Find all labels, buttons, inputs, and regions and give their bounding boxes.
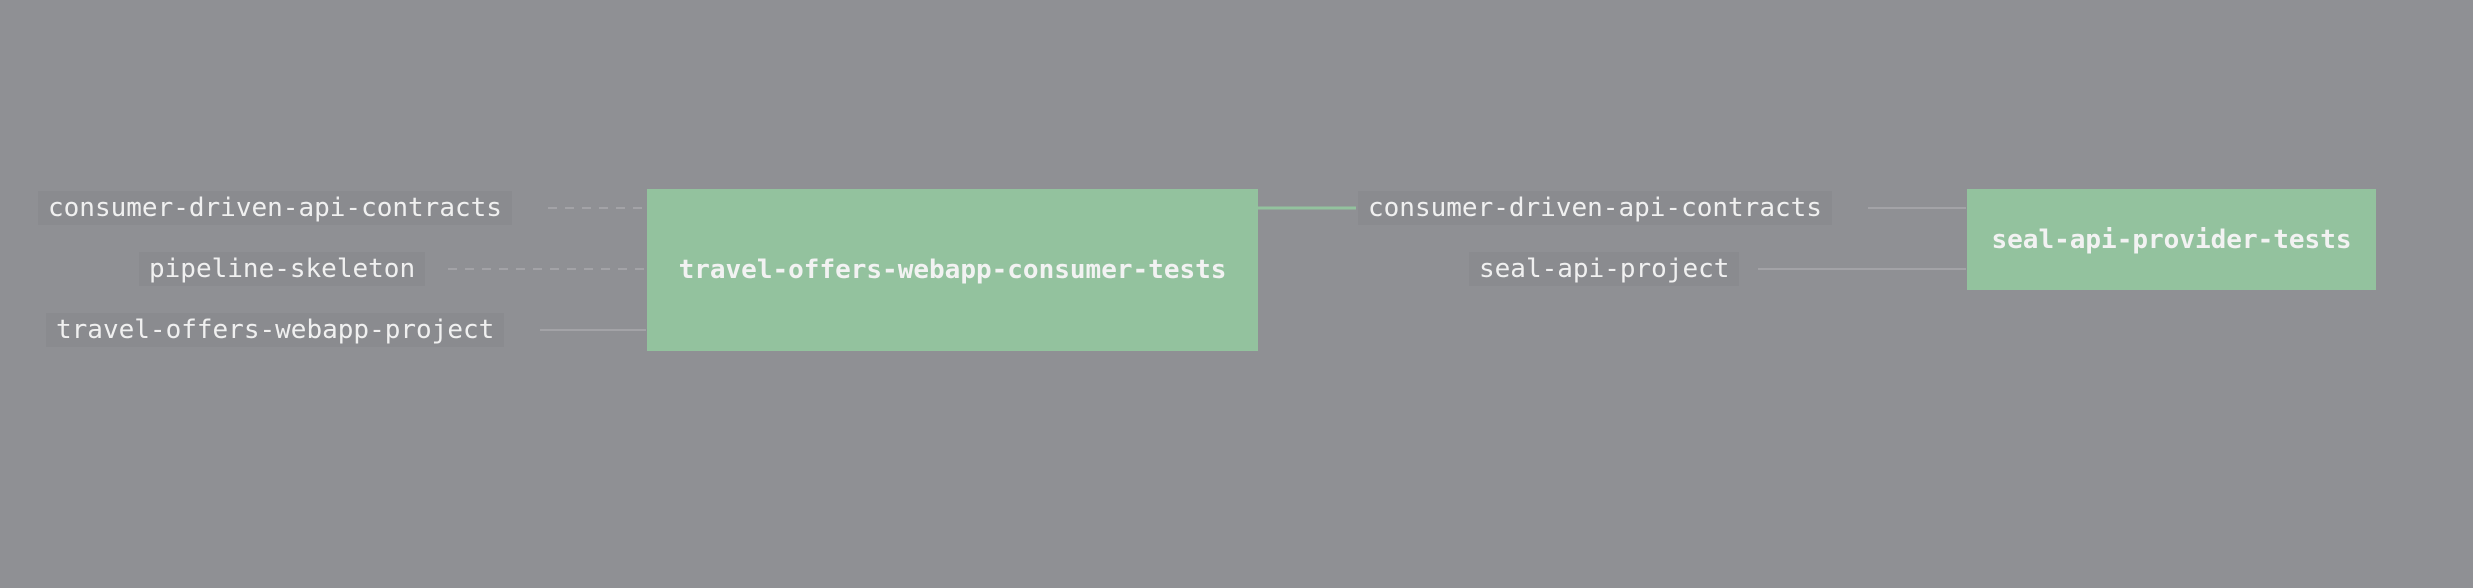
job-seal-api-provider-tests[interactable]: seal-api-provider-tests — [1967, 189, 2376, 290]
job-name: seal-api-provider-tests — [1991, 224, 2352, 255]
job-travel-offers-webapp-consumer-tests[interactable]: travel-offers-webapp-consumer-tests — [647, 189, 1258, 351]
job-name: travel-offers-webapp-consumer-tests — [678, 255, 1227, 285]
resource-travel-offers-webapp-project[interactable]: travel-offers-webapp-project — [46, 313, 505, 347]
resource-seal-api-project[interactable]: seal-api-project — [1469, 252, 1740, 286]
resource-consumer-driven-api-contracts-output[interactable]: consumer-driven-api-contracts — [1358, 191, 1832, 225]
resource-pipeline-skeleton[interactable]: pipeline-skeleton — [139, 252, 426, 286]
resource-consumer-driven-api-contracts[interactable]: consumer-driven-api-contracts — [38, 191, 512, 225]
